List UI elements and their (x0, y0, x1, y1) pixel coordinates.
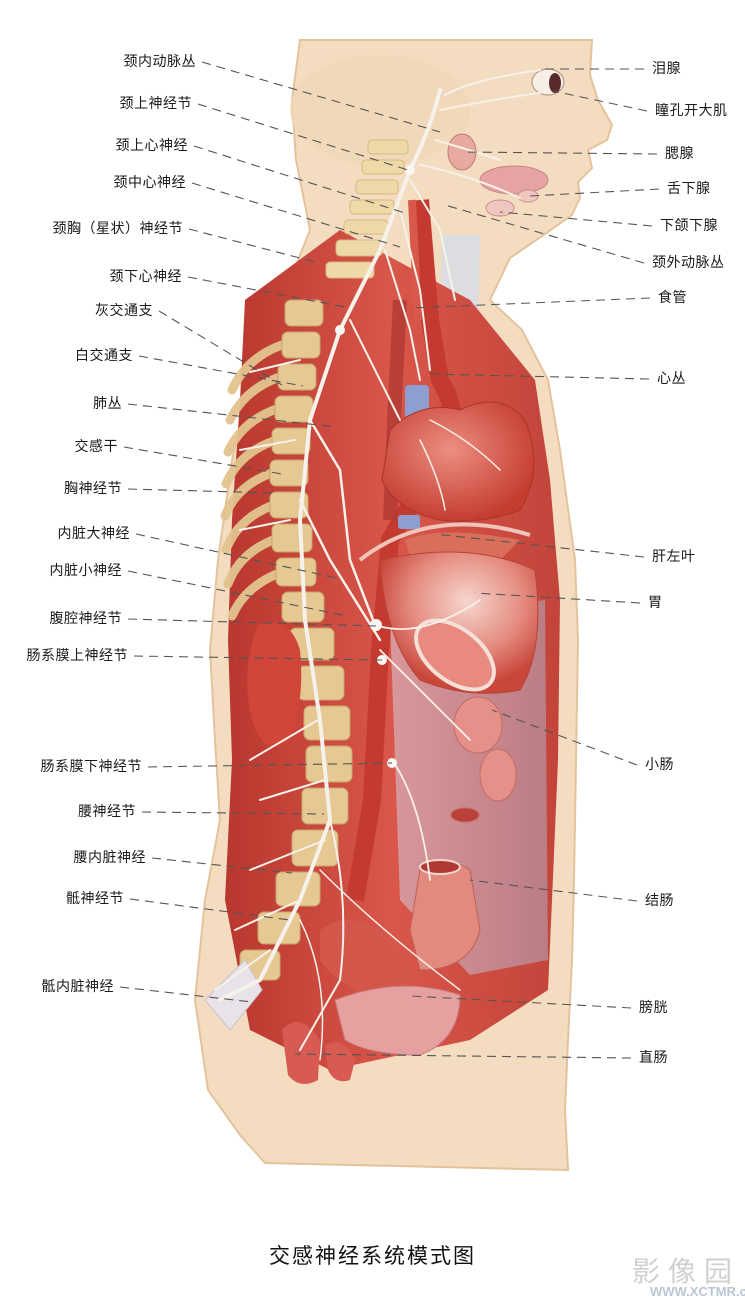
right-label: 食管 (658, 290, 687, 306)
left-label: 内脏小神经 (49, 563, 122, 579)
vertebral-column (239, 299, 353, 981)
right-label: 肝左叶 (652, 549, 696, 565)
right-label: 下颌下腺 (660, 218, 718, 234)
right-label: 泪腺 (652, 61, 681, 77)
leader-line (429, 373, 650, 380)
leader-line (138, 355, 304, 387)
leader-line (552, 90, 648, 112)
leader-line (129, 898, 291, 921)
left-label: 颈上神经节 (119, 96, 192, 112)
heart (381, 401, 535, 522)
leader-line (499, 211, 653, 227)
left-label: 颈中心神经 (113, 175, 186, 191)
leader-line (127, 618, 377, 627)
sympathetic-nerves (214, 69, 546, 1061)
stomach (379, 551, 539, 694)
right-label: 舌下腺 (667, 181, 711, 197)
left-label: 颈胸（星状）神经节 (52, 221, 183, 237)
leader-line (409, 995, 632, 1009)
figure-title: 交感神经系统模式图 (269, 1244, 476, 1268)
leader-line (127, 488, 278, 494)
watermark-url: WWW.XCTMR.com (650, 1284, 745, 1299)
leader-line (135, 533, 342, 580)
leader-line (197, 103, 409, 171)
leader-line (187, 276, 346, 308)
leader-line (191, 182, 401, 248)
left-label: 颈内动脉丛 (123, 54, 196, 70)
watermark-logo: 影像园 (632, 1255, 741, 1288)
leader-line (469, 879, 638, 902)
leader-line (127, 570, 348, 617)
right-label: 瞳孔开大肌 (655, 103, 728, 119)
left-label: 白交通支 (75, 348, 133, 364)
left-label: 内脏大神经 (57, 526, 130, 542)
bladder (334, 985, 461, 1056)
left-label: 腹腔神经节 (49, 611, 122, 627)
right-label: 心丛 (657, 371, 686, 387)
leader-line (201, 61, 441, 133)
leader-line (464, 151, 658, 155)
leader-line (188, 228, 316, 263)
leader-line (491, 709, 638, 766)
leader-line (133, 655, 383, 661)
leader-line (193, 145, 406, 214)
left-label: 肠系膜下神经节 (40, 759, 142, 775)
left-label: 胸神经节 (64, 481, 122, 497)
leader-line (529, 188, 660, 197)
leader-line (151, 857, 293, 874)
leader-line (409, 297, 651, 309)
kidney (247, 622, 302, 747)
left-label: 灰交通支 (95, 303, 153, 319)
leader-line (444, 204, 645, 264)
leader-line (294, 1053, 632, 1059)
right-label: 膀胱 (639, 1000, 668, 1016)
leader-line (123, 446, 283, 475)
left-label: 肺丛 (93, 396, 122, 412)
left-label: 骶神经节 (66, 891, 124, 907)
leader-lines (119, 61, 660, 1059)
right-label: 小肠 (645, 757, 674, 773)
left-label: 颈下心神经 (109, 269, 182, 285)
right-label: 胃 (648, 595, 663, 611)
right-label: 结肠 (645, 893, 674, 909)
left-label: 交感干 (74, 439, 118, 455)
left-label: 肠系膜上神经节 (26, 648, 128, 664)
leader-line (158, 310, 283, 386)
left-label: 腰内脏神经 (73, 850, 146, 866)
leader-line (474, 592, 641, 604)
leader-line (127, 403, 338, 428)
right-label: 腮腺 (665, 146, 694, 162)
leader-line (147, 762, 393, 768)
left-label: 腰神经节 (78, 804, 136, 820)
rectum (282, 1022, 320, 1084)
left-label: 颈上心神经 (115, 138, 188, 154)
leader-line (434, 533, 645, 558)
left-label: 骶内脏神经 (41, 979, 114, 995)
leader-line (119, 986, 253, 1003)
right-label: 颈外动脉丛 (652, 255, 725, 271)
right-label: 直肠 (639, 1050, 668, 1066)
leader-line (141, 811, 325, 815)
